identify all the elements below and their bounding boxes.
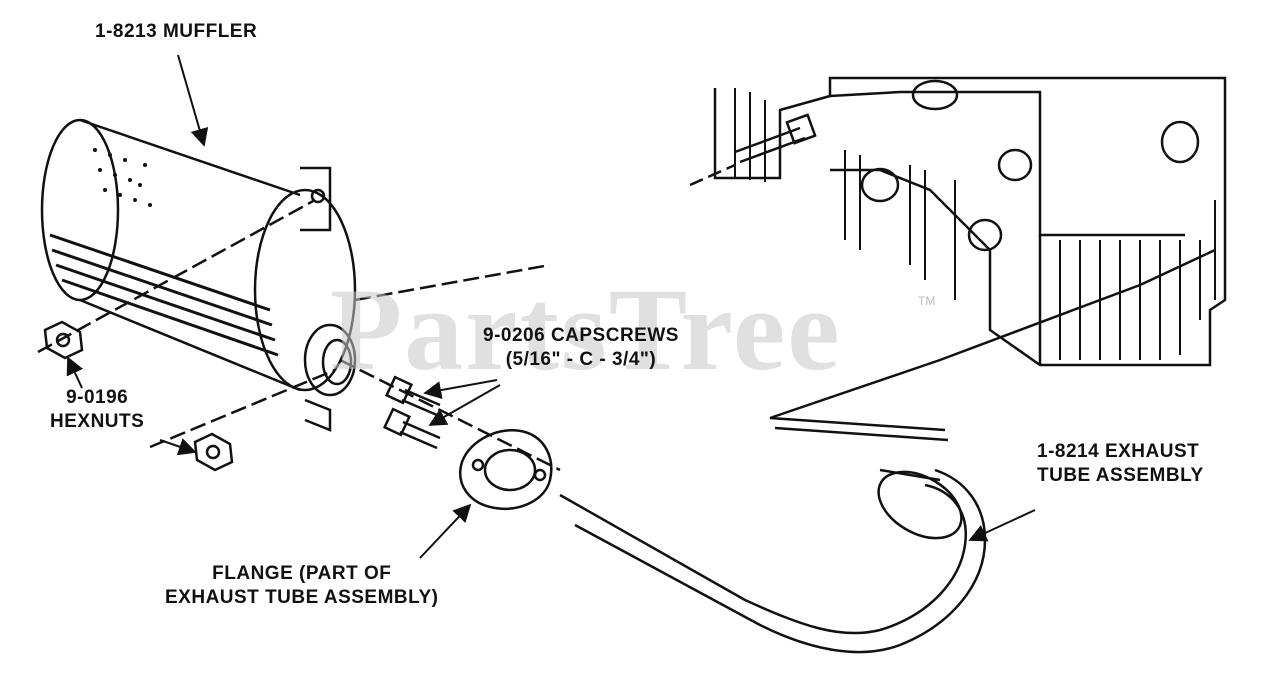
label-capscrews: 9-0206 CAPSCREWS (5/16" - C - 3/4") xyxy=(483,324,679,372)
label-flange-line2: EXHAUST TUBE ASSEMBLY) xyxy=(165,587,439,608)
label-exhaust-tube-name: TUBE ASSEMBLY xyxy=(1037,465,1204,486)
leader-arrows xyxy=(66,54,1036,559)
label-flange: FLANGE (PART OF EXHAUST TUBE ASSEMBLY) xyxy=(165,562,439,610)
label-hexnuts-part: 9-0196 xyxy=(66,387,129,408)
hexnuts xyxy=(37,198,336,472)
label-exhaust-tube: 1-8214 EXHAUST TUBE ASSEMBLY xyxy=(1037,440,1204,488)
label-muffler: 1-8213 MUFFLER xyxy=(95,21,258,42)
label-capscrews-part: 9-0206 CAPSCREWS xyxy=(483,325,679,346)
label-hexnuts: 9-0196 HEXNUTS xyxy=(50,386,144,434)
watermark: PartsTree xyxy=(330,264,842,395)
label-capscrews-spec: (5/16" - C - 3/4") xyxy=(505,349,657,370)
watermark-trademark: TM xyxy=(918,294,936,308)
label-exhaust-tube-part: 1-8214 EXHAUST xyxy=(1037,441,1200,462)
muffler xyxy=(40,118,357,432)
exhaust-tube-assembly xyxy=(459,248,1216,654)
label-flange-line1: FLANGE (PART OF xyxy=(212,563,392,584)
label-hexnuts-name: HEXNUTS xyxy=(50,411,145,432)
